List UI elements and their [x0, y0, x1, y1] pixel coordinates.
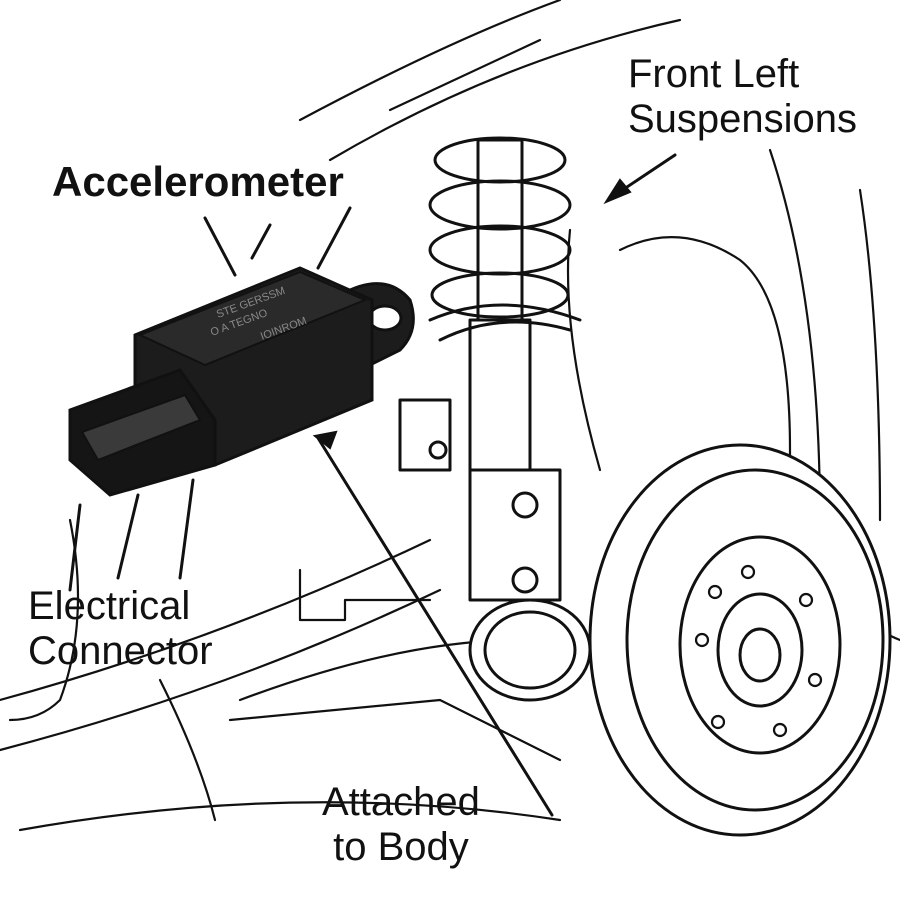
callout-lines [68, 206, 554, 817]
electrical-label-line1: Electrical [28, 584, 191, 628]
accelerometer-label-text: Accelerometer [52, 158, 344, 205]
front-left-suspensions-label: Front Left Suspensions [628, 52, 857, 142]
brake-rotor-icon [588, 443, 892, 837]
arrow-icon [312, 153, 677, 450]
front-left-label-line2: Suspensions [628, 96, 858, 141]
electrical-label-line2: Connector [28, 628, 213, 673]
attached-label-line2: to Body [333, 824, 469, 869]
electrical-connector-label: Electrical Connector [28, 584, 213, 674]
attached-label-line1: Attached [322, 780, 480, 824]
front-left-label-line1: Front Left [628, 52, 800, 96]
attached-to-body-label: Attached to Body [322, 780, 480, 870]
accelerometer-label: Accelerometer [52, 158, 344, 205]
accelerometer-sensor-icon: STE GERSSM O A TEGNO IOINROM [68, 266, 415, 497]
steering-knuckle [468, 598, 592, 702]
control-arm [0, 518, 562, 832]
coil-spring-icon [428, 136, 572, 319]
strut-assembly [398, 136, 582, 602]
